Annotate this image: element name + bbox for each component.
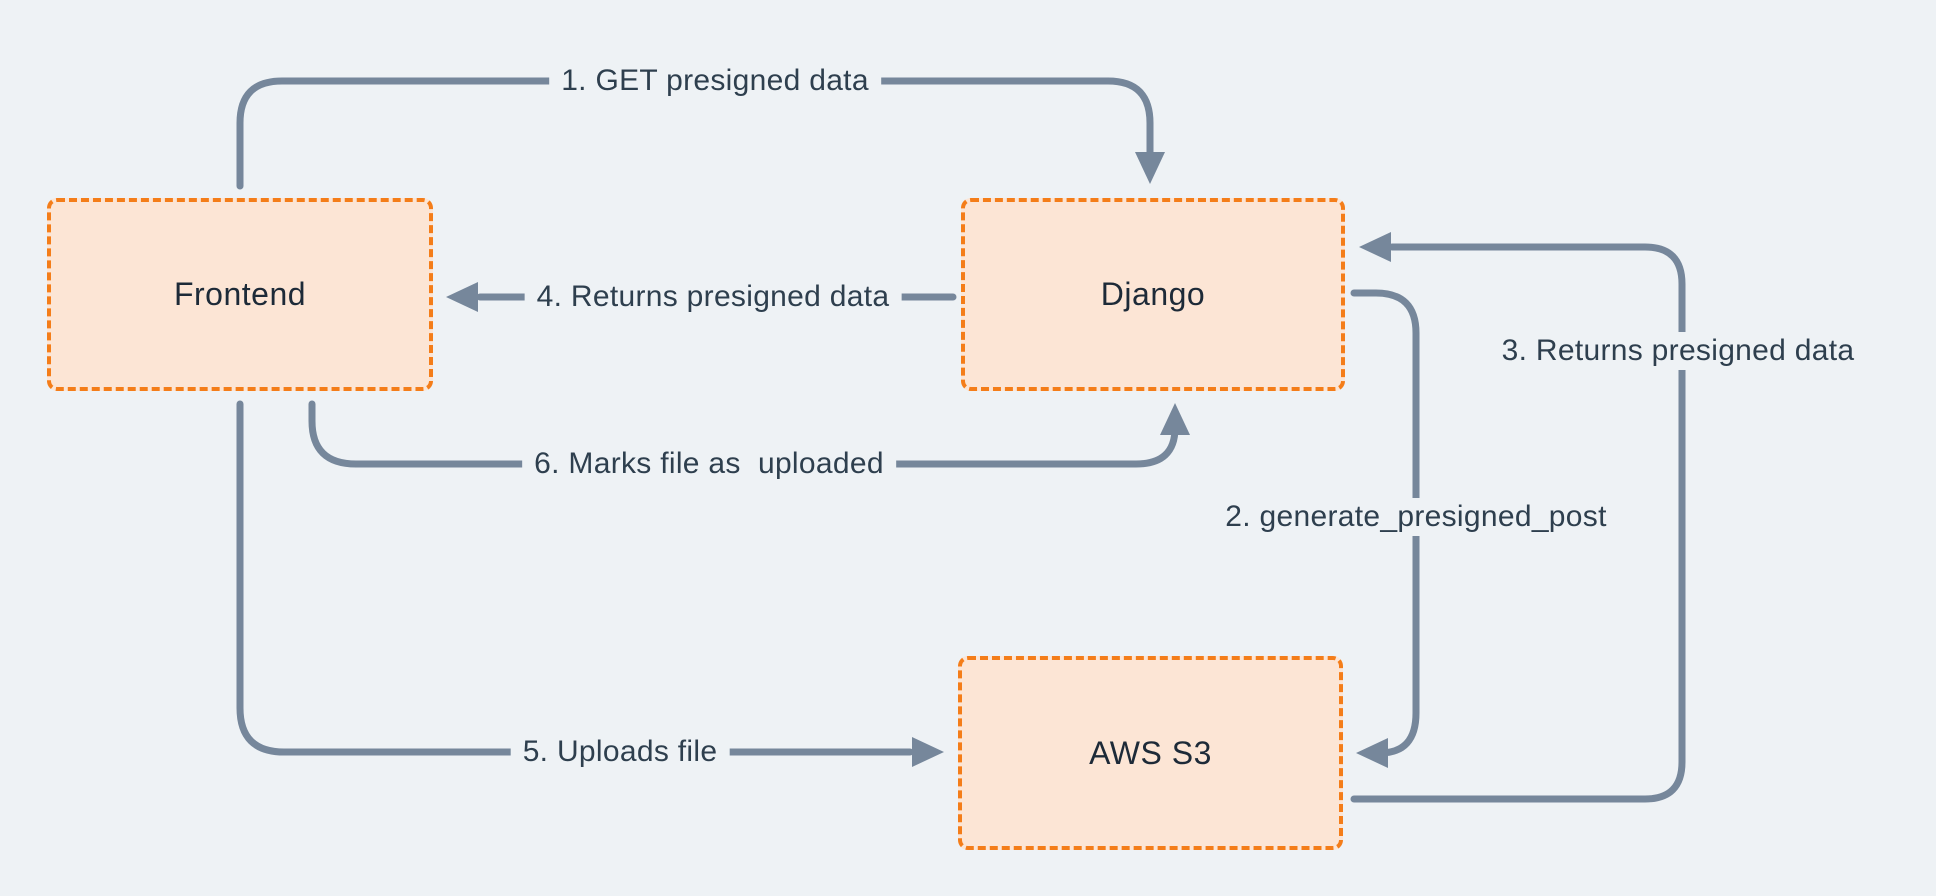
node-aws-s3: AWS S3 [958, 656, 1343, 850]
edge-2-line [1350, 289, 1420, 757]
node-django-label: Django [1100, 276, 1206, 312]
edge-label-returns-presigned-data-frontend: 4. Returns presigned data [524, 278, 902, 316]
edge-label-marks-file-uploaded: 6. Marks file as uploaded [522, 445, 896, 483]
edge-label-get-presigned-data: 1. GET presigned data [549, 62, 881, 100]
edge-label-uploads-file: 5. Uploads file [510, 733, 730, 771]
edge-2-arrowhead-left-icon [1356, 738, 1388, 768]
node-django: Django [961, 198, 1345, 391]
node-frontend: Frontend [47, 198, 433, 391]
edge-5-line [236, 400, 914, 756]
edge-label-generate-presigned-post: 2. generate_presigned_post [1213, 498, 1619, 536]
node-aws-s3-label: AWS S3 [1089, 734, 1212, 771]
edge-6-arrowhead-up-icon [1160, 403, 1190, 435]
edge-6-line [308, 400, 1179, 468]
edge-5-arrowhead-right-icon [912, 737, 944, 767]
node-frontend-label: Frontend [173, 276, 307, 312]
edge-1-arrowhead-down-icon [1135, 152, 1165, 184]
edge-label-returns-presigned-data-s3: 3. Returns presigned data [1489, 332, 1867, 370]
edge-3-line [1350, 243, 1686, 803]
edge-4-arrowhead-left-icon [446, 282, 478, 312]
edge-3-arrowhead-left-icon [1359, 232, 1391, 262]
